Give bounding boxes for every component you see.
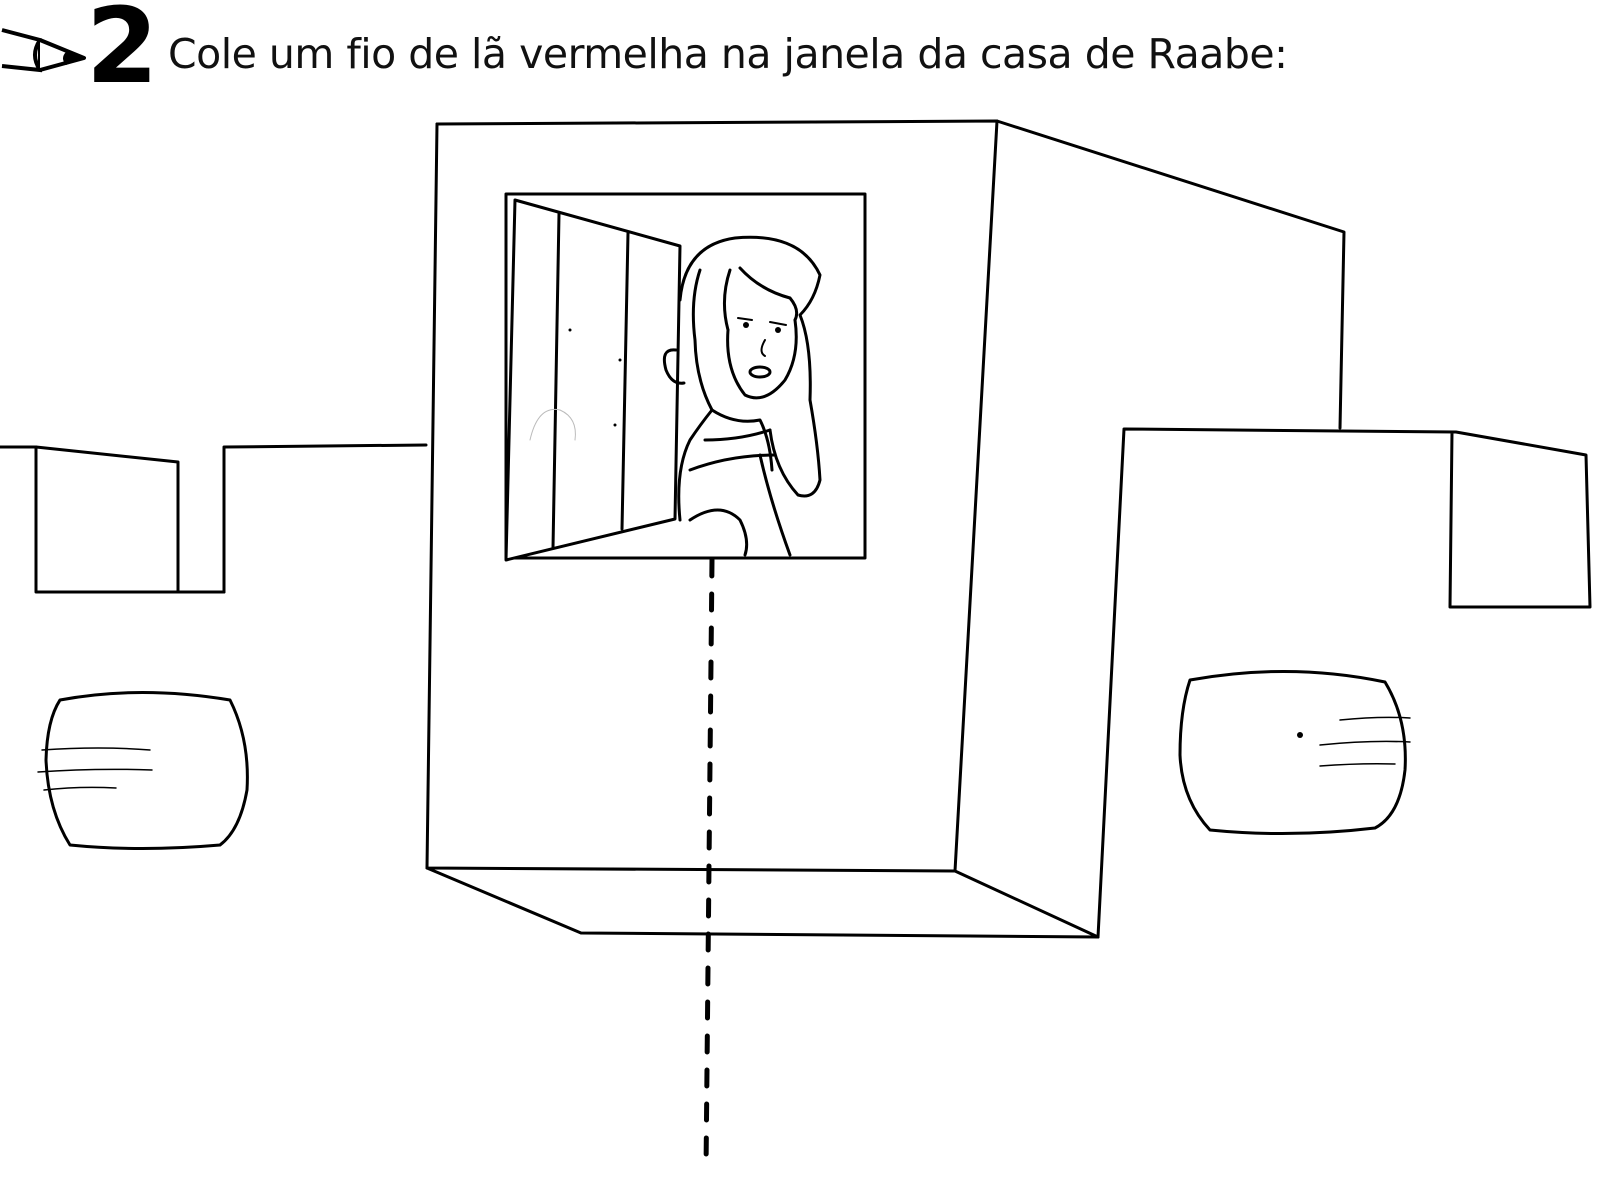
pencil-icon bbox=[1, 28, 86, 73]
main-tower bbox=[425, 119, 1346, 939]
window bbox=[504, 192, 867, 560]
right-wall bbox=[1096, 427, 1592, 939]
worksheet-header: 2 Cole um fio de lã vermelha na janela d… bbox=[0, 0, 1600, 110]
yarn-placement-guide bbox=[703, 557, 715, 1173]
left-wall bbox=[0, 443, 428, 594]
instruction-text: Cole um fio de lã vermelha na janela da … bbox=[168, 30, 1288, 78]
window-shutter bbox=[504, 198, 682, 562]
exercise-number: 2 bbox=[86, 0, 159, 107]
raabe-figure bbox=[662, 235, 822, 557]
left-bale bbox=[37, 691, 249, 850]
right-bale bbox=[1178, 669, 1411, 836]
